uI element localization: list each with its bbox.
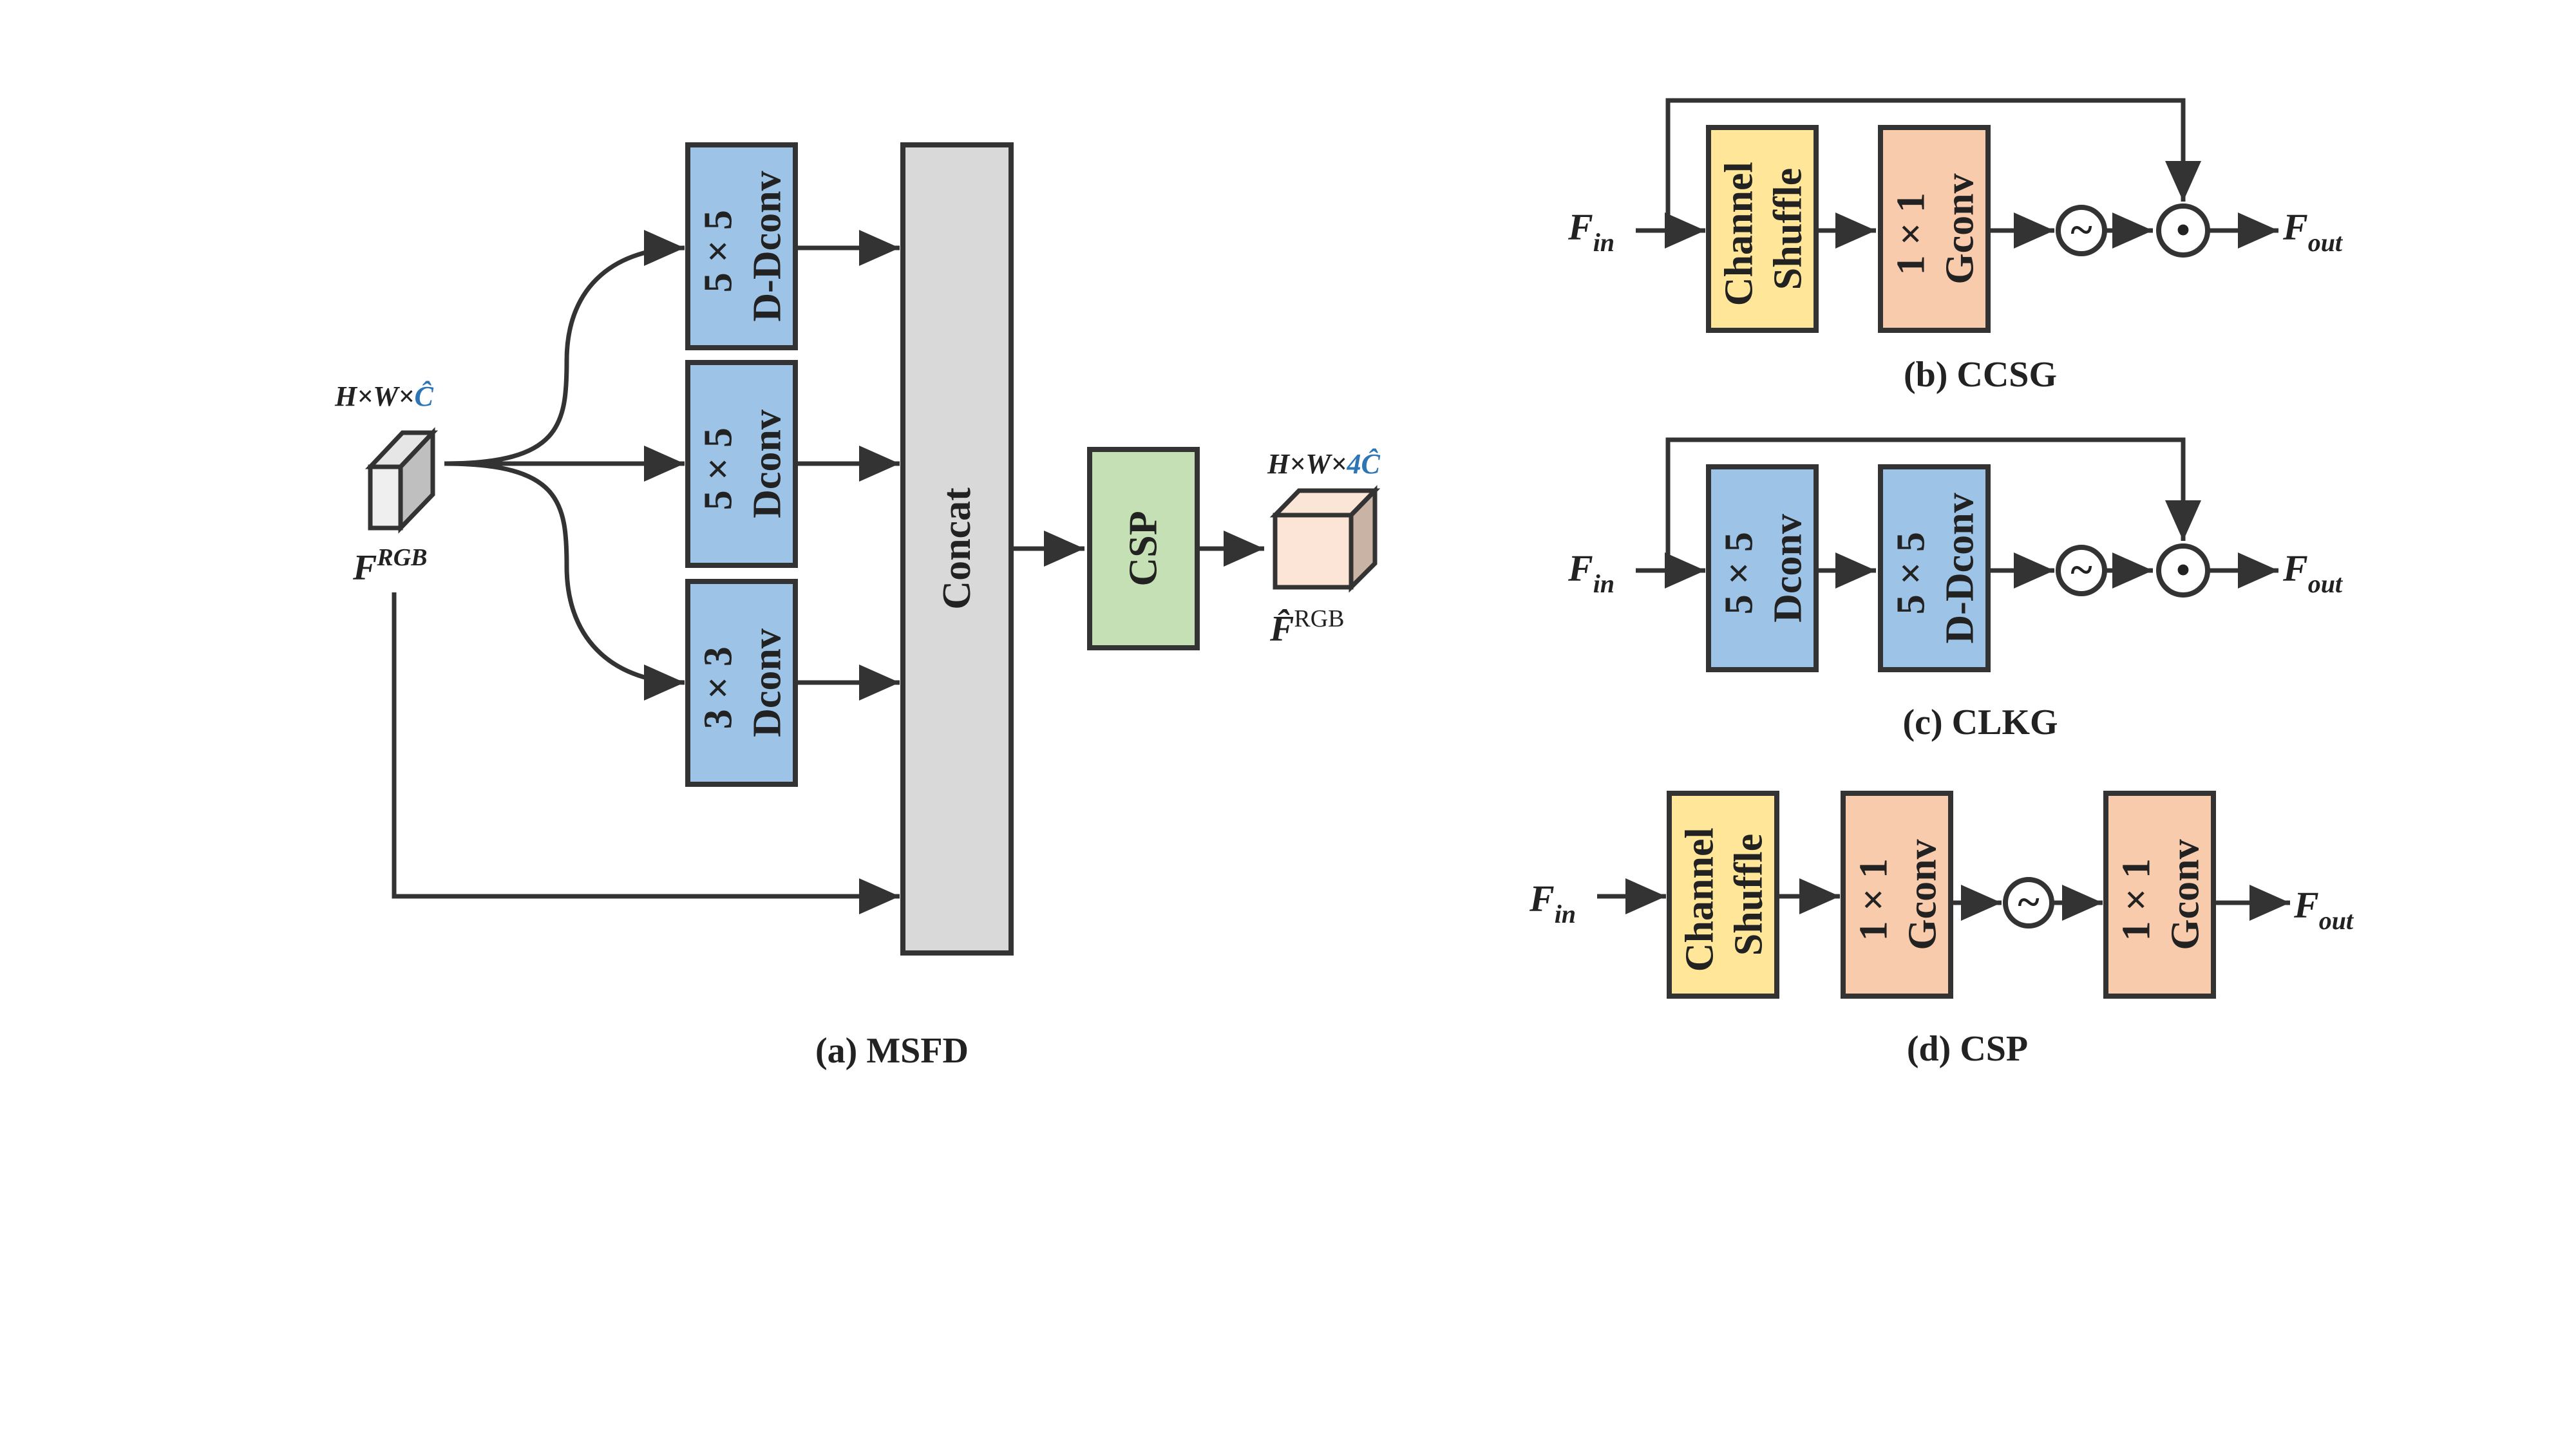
input-feature-label: FRGB: [352, 544, 428, 588]
msfd-caption: (a) MSFD: [815, 1031, 969, 1071]
ccsg-input-label: Fin: [1567, 206, 1615, 257]
svg-text:1 × 1 Gconv: 1 × 1 Gconv: [2115, 839, 2208, 950]
svg-text:1 × 1 Gconv: 1 × 1 Gconv: [1852, 839, 1945, 950]
output-dims-label: H×W×4Ĉ: [1267, 448, 1381, 480]
ccsg-activation-icon: ~: [2056, 205, 2107, 256]
csp-channel-shuffle-block: Channel Shuffle: [1667, 791, 1779, 999]
clkg-output-label: Fout: [2282, 547, 2344, 598]
branch-block-5x5-dconv: 5 × 5 Dconv: [685, 360, 798, 568]
csp-activation-icon: ~: [2003, 877, 2054, 929]
csp-caption: (d) CSP: [1907, 1029, 2028, 1069]
svg-text:~: ~: [2070, 547, 2092, 592]
svg-text:Concat: Concat: [935, 487, 979, 610]
csp-panel: Fin Channel Shuffle 1 × 1 Gconv ~: [1529, 791, 2354, 1069]
branch-block-5x5-d-dconv: 5 × 5 D-Dconv: [685, 142, 798, 350]
ccsg-output-label: Fout: [2282, 206, 2344, 257]
ccsg-panel: Fin Channel Shuffle 1 × 1 Gconv ~: [1567, 98, 2344, 395]
concat-block: Concat: [900, 142, 1014, 956]
msfd-panel: H×W×Ĉ FRGB 5 × 5 D-Dconv 5 × 5 Dconv: [334, 142, 1381, 1071]
ccsg-multiply-icon: •: [2156, 203, 2210, 258]
clkg-d-dconv-block: 5 × 5 D-Dconv: [1878, 464, 1991, 672]
svg-text:•: •: [2176, 549, 2190, 592]
csp-gconv-block-1: 1 × 1 Gconv: [1841, 791, 1953, 999]
svg-text:Channel Shuffle: Channel Shuffle: [1718, 152, 1810, 306]
clkg-multiply-icon: •: [2156, 543, 2210, 598]
ccsg-gconv-block: 1 × 1 Gconv: [1878, 125, 1991, 333]
clkg-dconv-block: 5 × 5 Dconv: [1706, 464, 1819, 672]
svg-text:5 × 5 Dconv: 5 × 5 Dconv: [697, 410, 790, 518]
branch-block-3x3-dconv: 3 × 3 Dconv: [685, 579, 798, 787]
csp-block: CSP: [1087, 447, 1200, 650]
svg-text:5 × 5 Dconv: 5 × 5 Dconv: [1718, 514, 1810, 623]
input-feature-cube: [365, 427, 439, 534]
svg-text:~: ~: [2070, 207, 2092, 252]
clkg-input-label: Fin: [1567, 547, 1615, 598]
svg-text:1 × 1 Gconv: 1 × 1 Gconv: [1889, 173, 1982, 284]
csp-output-label: Fout: [2293, 884, 2354, 935]
output-feature-label: F̂RGB: [1269, 605, 1345, 649]
clkg-activation-icon: ~: [2056, 545, 2107, 596]
svg-text:•: •: [2176, 209, 2190, 252]
input-dims-label: H×W×Ĉ: [334, 381, 434, 412]
clkg-skip-connection: [1665, 437, 2201, 570]
svg-text:~: ~: [2018, 879, 2039, 925]
ccsg-skip-connection: [1665, 98, 2201, 231]
svg-text:3 × 3 Dconv: 3 × 3 Dconv: [697, 628, 790, 737]
svg-text:CSP: CSP: [1122, 511, 1166, 586]
svg-text:5 × 5 D-Dconv: 5 × 5 D-Dconv: [697, 171, 790, 321]
csp-input-label: Fin: [1529, 878, 1576, 929]
ccsg-channel-shuffle-block: Channel Shuffle: [1706, 125, 1819, 333]
ccsg-caption: (b) CCSG: [1904, 355, 2057, 395]
branch-curve-bottom: [444, 461, 685, 701]
branch-curve-top: [444, 230, 685, 466]
output-feature-cube: [1269, 485, 1381, 593]
svg-text:5 × 5 D-Dconv: 5 × 5 D-Dconv: [1889, 493, 1982, 643]
svg-text:Channel Shuffle: Channel Shuffle: [1678, 818, 1771, 972]
csp-gconv-block-2: 1 × 1 Gconv: [2103, 791, 2216, 999]
clkg-panel: Fin 5 × 5 Dconv 5 × 5 D-Dconv ~: [1567, 437, 2344, 742]
clkg-caption: (c) CLKG: [1902, 702, 2058, 742]
skip-connection: [392, 592, 900, 914]
